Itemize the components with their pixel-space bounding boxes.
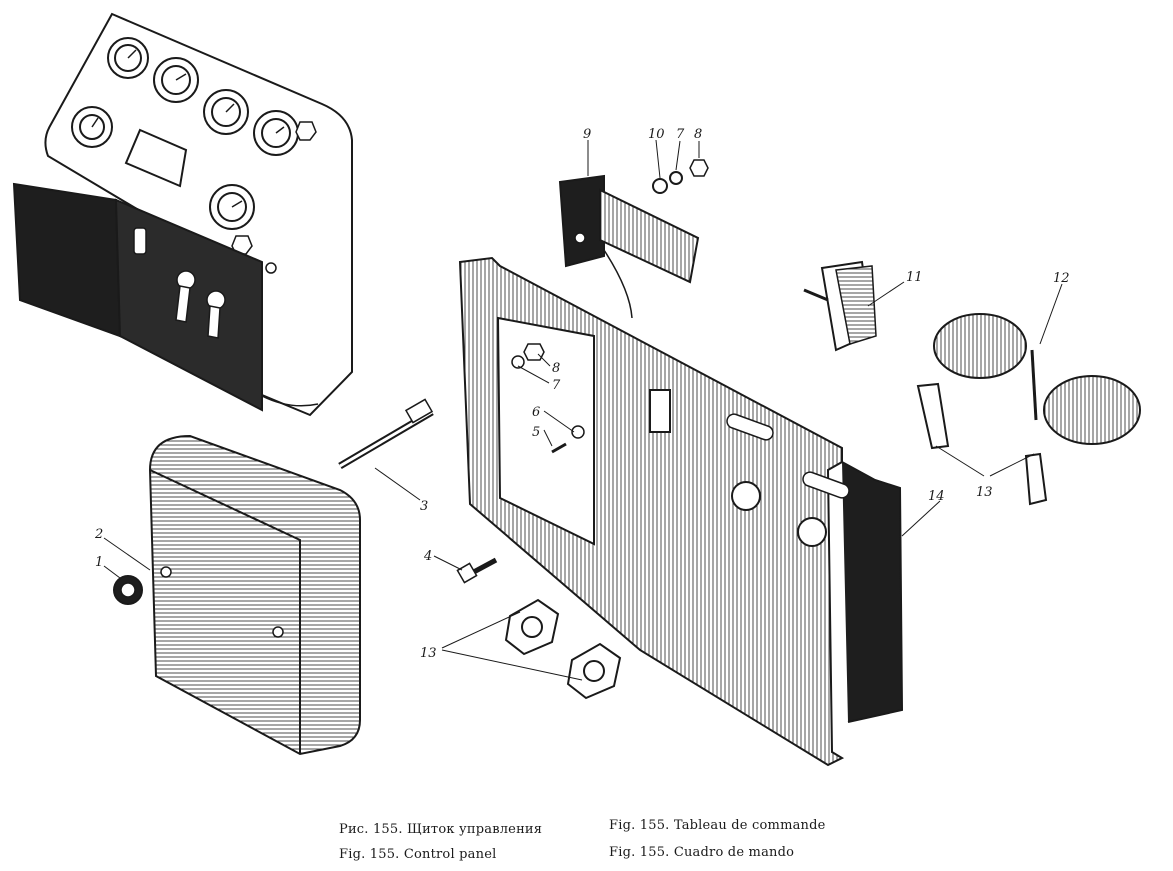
callout-4: 4 [423, 549, 432, 564]
caption-spanish: Fig. 155. Cuadro de mando [609, 845, 795, 860]
callout-8: 8 [552, 361, 560, 376]
callout-13-right: 13 [976, 485, 993, 500]
caption-french: Fig. 155. Tableau de commande [609, 818, 826, 833]
ignition-switch-part [916, 313, 1141, 506]
callout-3: 3 [420, 499, 428, 514]
switch-part [803, 260, 877, 352]
main-panel [458, 256, 904, 767]
callout-12: 12 [1053, 271, 1070, 286]
hex-nut-part [504, 598, 622, 700]
callout-9: 9 [583, 127, 591, 142]
callout-7: 7 [552, 378, 561, 393]
callout-5: 5 [532, 425, 540, 440]
callout-1: 1 [95, 555, 103, 570]
callout-2: 2 [94, 527, 103, 542]
callout-8-top: 8 [694, 127, 702, 142]
callout-13-bottom: 13 [420, 646, 437, 661]
cover-box [148, 434, 361, 756]
callouts: 1 2 3 4 5 6 7 8 9 10 7 8 11 12 13 13 14 [94, 127, 1070, 661]
small-hardware [511, 343, 585, 454]
callout-14: 14 [928, 489, 945, 504]
caption-russian: Рис. 155. Щиток управления [339, 822, 543, 837]
long-stud-part [338, 398, 434, 470]
screw-part [456, 557, 498, 584]
callout-7-top: 7 [676, 127, 685, 142]
knob-part [113, 575, 143, 605]
assembled-control-panel [12, 12, 353, 417]
callout-10: 10 [648, 127, 665, 142]
leader-lines [103, 139, 1063, 681]
terminal-block-part [558, 159, 709, 319]
callout-6: 6 [532, 405, 540, 420]
caption-english: Fig. 155. Control panel [339, 847, 497, 862]
callout-11: 11 [906, 270, 923, 285]
